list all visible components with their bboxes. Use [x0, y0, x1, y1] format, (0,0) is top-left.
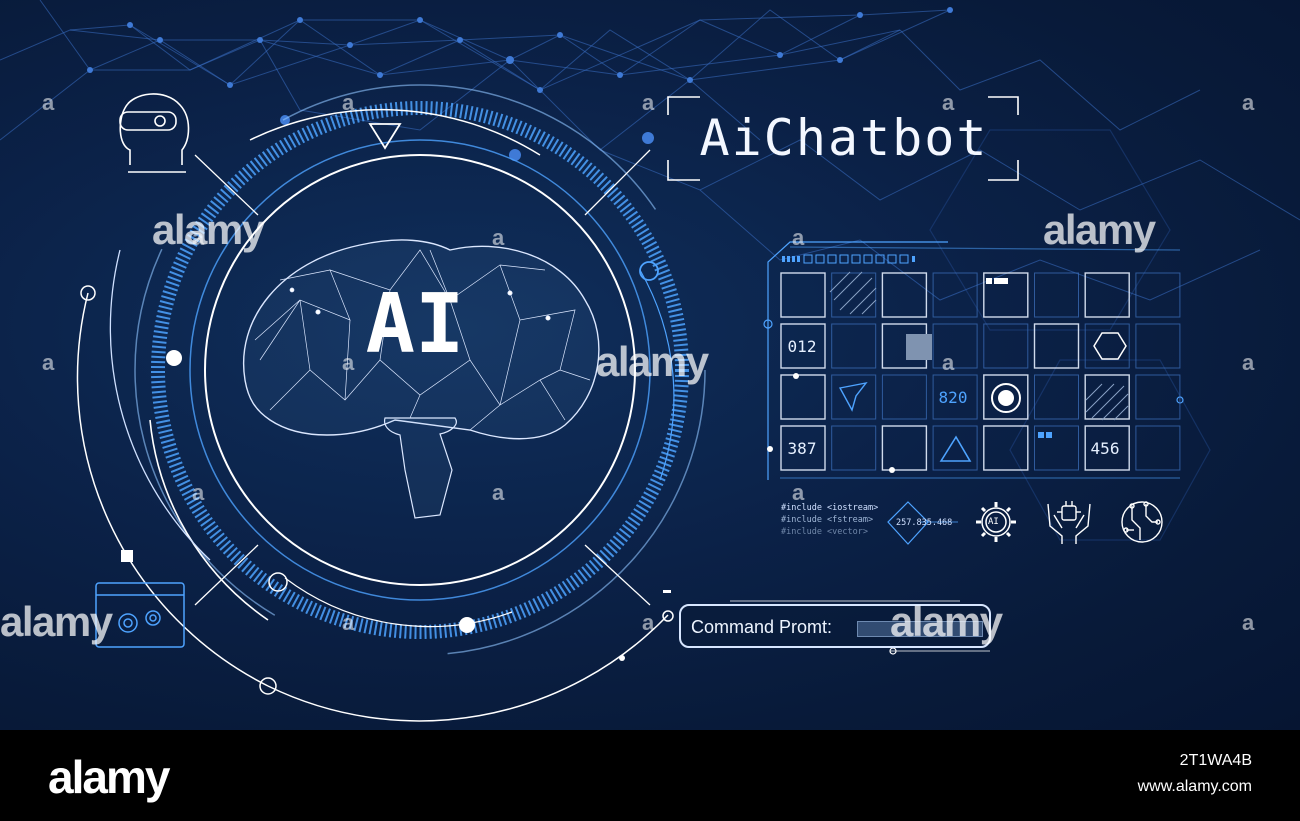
grid-cell	[932, 323, 978, 369]
watermark: alamy	[152, 206, 265, 253]
gear-ai-icon	[976, 502, 1016, 542]
footer-url: www.alamy.com	[1137, 778, 1252, 795]
app-title: AiChatbot	[699, 109, 989, 167]
hex-outlines	[929, 129, 1211, 541]
command-prompt-box[interactable]: Command Promt:	[679, 604, 991, 648]
grid-number: 012	[787, 337, 817, 356]
circular-hud	[76, 84, 706, 722]
watermark-letter: a	[1242, 350, 1255, 375]
watermark-letter: a	[192, 480, 205, 505]
code-line: #include <iostream>	[781, 503, 879, 513]
grid-cell	[983, 272, 1029, 318]
grid-cell	[881, 425, 928, 471]
watermark-letter: a	[342, 90, 355, 115]
grid-number: 456	[1090, 439, 1120, 458]
vr-head-icon	[119, 93, 190, 173]
watermark-letter: a	[1242, 90, 1255, 115]
footer-logo: alamy	[48, 751, 170, 803]
grid-cell	[1135, 323, 1181, 369]
grid-cell	[1034, 425, 1079, 471]
grid-cell	[1084, 425, 1130, 471]
watermark: alamy	[890, 598, 1003, 645]
footer-image-id: 2T1WA4B	[1179, 752, 1252, 769]
command-prompt-field[interactable]	[857, 621, 983, 637]
watermark-letter: a	[792, 480, 805, 505]
code-line: #include <vector>	[781, 527, 868, 537]
grid-cell	[831, 272, 877, 318]
watermark-letter: a	[42, 350, 55, 375]
hud-canvas: AiChatbot AI 012 820 387 456 #include <i…	[0, 0, 1300, 730]
grid-cell	[983, 323, 1029, 369]
grid-cell	[1033, 323, 1080, 369]
grid-cell	[1135, 272, 1181, 318]
watermark: alamy	[0, 598, 113, 645]
grid-cell	[983, 374, 1029, 420]
grid-cell	[881, 374, 927, 420]
ai-center-label: AI	[365, 277, 465, 372]
command-connectors	[730, 600, 990, 655]
grid-decorations	[767, 271, 1129, 473]
grid-number: 820	[938, 388, 968, 407]
stock-footer: alamy 2T1WA4B www.alamy.com	[0, 730, 1300, 821]
grid-cell	[881, 272, 928, 318]
hands-chip-icon	[1047, 501, 1091, 544]
gear-badge: AI	[988, 517, 999, 527]
code-line: #include <fstream>	[781, 515, 874, 525]
grid-cell	[780, 374, 826, 420]
grid-cell	[1135, 425, 1181, 471]
watermark: alamy	[1043, 206, 1156, 253]
readout-value: 257.835.468	[896, 518, 953, 528]
grid-number: 387	[787, 439, 817, 458]
grid-cell	[831, 374, 877, 420]
watermark: alamy	[596, 338, 709, 385]
grid-cell	[932, 272, 978, 318]
grid-cell	[1084, 374, 1130, 420]
circuit-icon	[1121, 501, 1163, 543]
title-frame	[667, 96, 1019, 181]
grid-cell	[831, 323, 877, 369]
grid-cells	[780, 272, 1181, 471]
grid-cell	[1084, 323, 1130, 369]
watermark-letter: a	[642, 610, 655, 635]
grid-cell	[1034, 374, 1079, 420]
grid-cell	[932, 425, 978, 471]
watermark-letter: a	[342, 350, 355, 375]
watermark-letter: a	[492, 225, 505, 250]
brain-mesh-icon	[243, 239, 600, 519]
hud-markers	[80, 123, 674, 695]
grid-cell	[932, 374, 978, 420]
settings-window-icon	[95, 582, 185, 648]
watermark-letter: a	[492, 480, 505, 505]
watermark-letter: a	[1242, 610, 1255, 635]
grid-cell	[1084, 272, 1130, 318]
watermark-letter: a	[642, 90, 655, 115]
watermark-letter: a	[942, 90, 955, 115]
hud-graphics	[0, 0, 1300, 722]
grid-cell	[983, 425, 1029, 471]
readout-diamond	[887, 501, 958, 545]
panel-tick-bar	[782, 254, 915, 264]
watermark-letter: a	[942, 350, 955, 375]
grid-cell	[1135, 374, 1181, 420]
watermark-letter: a	[342, 610, 355, 635]
grid-cell	[780, 323, 826, 369]
watermark-letter: a	[42, 90, 55, 115]
watermark-letter: a	[192, 225, 205, 250]
grid-cell	[780, 272, 826, 318]
grid-cell	[1034, 272, 1079, 318]
grid-cell	[831, 425, 877, 471]
grid-cell	[780, 425, 826, 471]
command-prompt-label: Command Promt:	[691, 617, 833, 637]
watermark-letter: a	[792, 225, 805, 250]
